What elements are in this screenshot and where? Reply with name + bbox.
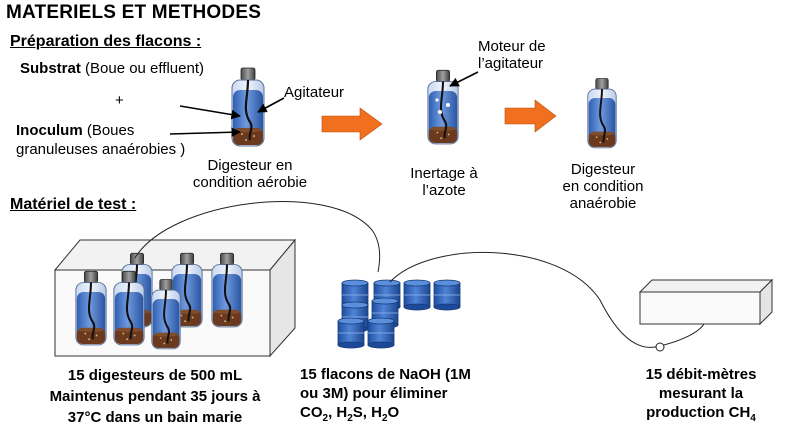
digester-bottle-icon [230,66,266,148]
naoh-flask-icon [403,279,431,311]
digester-bottle-icon [586,77,618,149]
substrat-pointer [179,105,241,120]
inoculum-label-line2: granuleuses anaérobies ) [16,141,186,158]
nitrogen-bubble-icon [435,98,439,102]
gas-tubing [134,201,381,273]
naoh-flask-icon [367,317,395,349]
agitateur-pointer [257,97,285,113]
naoh-caption: 15 flacons de NaOH (1M ou 3M) pour élimi… [300,366,471,424]
digesteur-anaerobie-label: Digesteur en condition anaérobie [562,161,644,212]
inertage-label: Inertage à l’azote [410,165,478,199]
moteur-pointer [449,71,479,87]
nitrogen-bubble-icon [438,110,442,114]
naoh-flask-icon [337,317,365,349]
meter-caption: 15 débit-mètres mesurant la production C… [645,366,757,424]
substrat-label: Substrat (Boue ou effluent) [20,60,204,77]
gas-flow-meter-icon [638,278,774,326]
orange-right-arrow-icon [321,107,383,141]
naoh-flask-icon [433,279,461,311]
inoculum-label: Inoculum (Boues [16,122,135,139]
moteur-label: Moteur de l’agitateur [478,38,546,72]
digesteur-aerobie-label: Digesteur en condition aérobie [192,157,308,191]
inoculum-pointer [169,127,241,138]
nitrogen-bubble-icon [446,103,450,107]
tube-connector-icon [655,342,665,352]
digester-bottle-icon [426,69,460,145]
section-heading-preparation: Préparation des flacons : [10,33,202,50]
agitateur-label: Agitateur [284,84,345,101]
page-title: MATERIELS ET METHODES [6,2,262,23]
digesteurs-caption: 15 digesteurs de 500 mL Maintenus pendan… [49,367,261,426]
gas-tubing [389,251,705,348]
plus-sign: + [115,92,124,109]
orange-right-arrow-icon [504,99,557,133]
section-heading-materiel: Matériel de test : [10,196,137,213]
